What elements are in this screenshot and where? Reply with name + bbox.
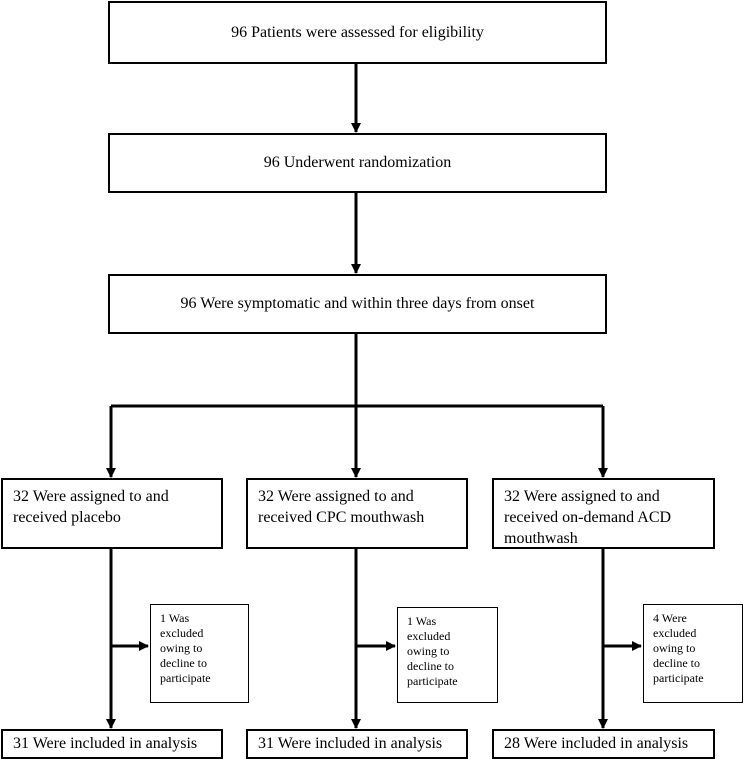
arm3-assigned-line2: received on-demand ACD <box>504 509 672 526</box>
arm3-analysis-text: 28 Were included in analysis <box>504 735 689 752</box>
arm1-excluded-line5: participate <box>160 671 211 685</box>
arm3-excluded-box: 4 Were excluded owing to decline to part… <box>643 604 743 703</box>
arm1-analysis-text: 31 Were included in analysis <box>13 735 198 752</box>
arm2-excluded-line4: decline to <box>407 659 454 673</box>
arm2-assigned-line2: received CPC mouthwash <box>258 509 425 526</box>
arm3-excluded-line1: 4 Were <box>653 611 687 625</box>
arm3-excluded-line2: excluded <box>653 626 697 640</box>
arm2-analysis-box: 31 Were included in analysis <box>246 729 468 759</box>
arm3-excluded-line3: owing to <box>653 641 696 655</box>
eligibility-box: 96 Patients were assessed for eligibilit… <box>108 1 607 64</box>
arm2-excluded-box: 1 Was excluded owing to decline to parti… <box>397 607 498 703</box>
arm2-analysis-text: 31 Were included in analysis <box>258 735 443 752</box>
arm2-excluded-line1: 1 Was <box>407 614 437 628</box>
arm2-excluded-line3: owing to <box>407 644 450 658</box>
arm3-analysis-box: 28 Were included in analysis <box>492 729 715 759</box>
arm2-assigned-box: 32 Were assigned to and received CPC mou… <box>246 478 468 549</box>
arm1-excluded-line2: excluded <box>160 626 204 640</box>
eligibility-text: 96 Patients were assessed for eligibilit… <box>231 23 484 41</box>
randomization-box: 96 Underwent randomization <box>108 133 607 193</box>
symptomatic-text: 96 Were symptomatic and within three day… <box>180 295 535 312</box>
arm3-excluded-line5: participate <box>653 671 704 685</box>
arm1-excluded-box: 1 Was excluded owing to decline to parti… <box>150 604 249 703</box>
arm3-excluded-line4: decline to <box>653 656 700 670</box>
arm1-excluded-line4: decline to <box>160 656 207 670</box>
arm2-excluded-line2: excluded <box>407 629 451 643</box>
arm3-assigned-box: 32 Were assigned to and received on-dema… <box>492 478 715 549</box>
arm1-analysis-box: 31 Were included in analysis <box>1 729 223 759</box>
arm1-assigned-box: 32 Were assigned to and received placebo <box>1 478 223 549</box>
arm1-excluded-line1: 1 Was <box>160 611 190 625</box>
symptomatic-box: 96 Were symptomatic and within three day… <box>108 274 607 334</box>
arm2-excluded-line5: participate <box>407 674 458 688</box>
arm3-assigned-line1: 32 Were assigned to and <box>504 488 660 505</box>
randomization-text: 96 Underwent randomization <box>263 154 452 171</box>
arm1-assigned-line2: received placebo <box>13 509 121 526</box>
arm1-excluded-line3: owing to <box>160 641 203 655</box>
arm2-assigned-line1: 32 Were assigned to and <box>258 488 414 505</box>
arm1-assigned-line1: 32 Were assigned to and <box>13 488 169 505</box>
arm3-assigned-line3: mouthwash <box>504 530 578 547</box>
